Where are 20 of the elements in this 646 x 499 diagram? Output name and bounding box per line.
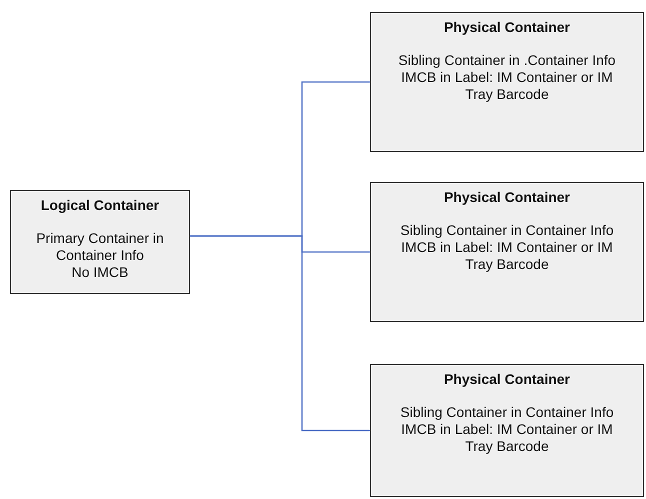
box-text: Primary Container in Container Info xyxy=(35,230,165,264)
box-heading: Physical Container xyxy=(442,189,572,206)
box-heading: Logical Container xyxy=(40,197,160,214)
container-box xyxy=(370,182,644,322)
box-text: Tray Barcode xyxy=(464,86,550,103)
box-text: Sibling Container in Container Info xyxy=(399,404,615,421)
box-text: Tray Barcode xyxy=(464,438,550,455)
box-heading: Physical Container xyxy=(442,371,572,388)
box-text: IMCB in Label: IM Container or IM xyxy=(400,69,614,86)
container-box xyxy=(370,12,644,152)
box-text: No IMCB xyxy=(70,264,130,281)
container-box xyxy=(370,364,644,497)
box-text: Sibling Container in Container Info xyxy=(399,222,615,239)
box-text: Sibling Container in .Container Info xyxy=(397,52,617,69)
connector-line xyxy=(190,235,370,432)
box-text: Tray Barcode xyxy=(464,256,550,273)
box-heading: Physical Container xyxy=(442,19,572,36)
container-box xyxy=(10,190,190,294)
box-text: IMCB in Label: IM Container or IM xyxy=(400,421,614,438)
box-text: IMCB in Label: IM Container or IM xyxy=(400,239,614,256)
